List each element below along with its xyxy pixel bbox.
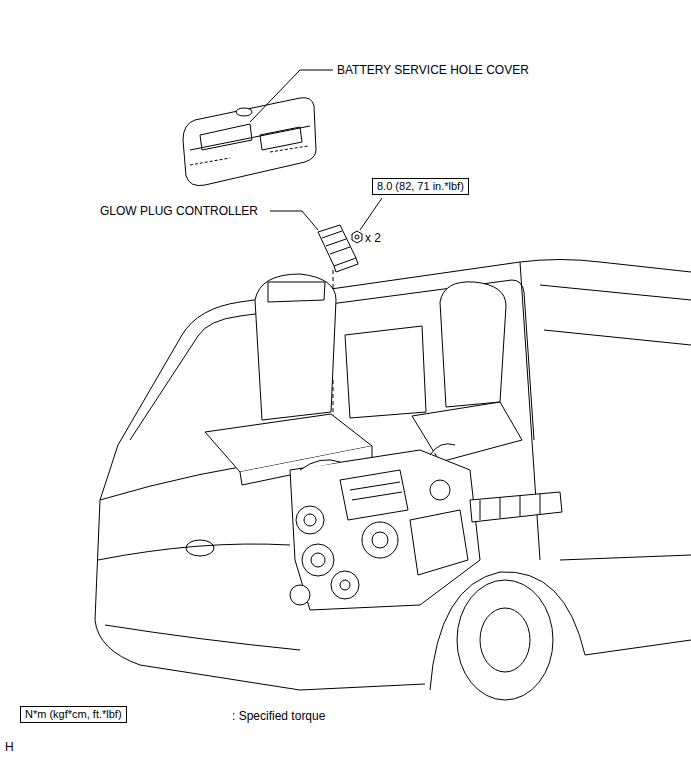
torque-value: 8.0 (82, 71 in.*lbf) bbox=[377, 180, 464, 193]
leader-line bbox=[250, 70, 333, 122]
torque-legend-box: N*m (kgf*cm, ft.*lbf) bbox=[20, 706, 127, 723]
engine bbox=[290, 444, 562, 610]
part-name: GLOW PLUG CONTROLLER bbox=[100, 204, 258, 218]
figure-code: H bbox=[5, 740, 14, 754]
torque-value: N*m (kgf*cm, ft.*lbf) bbox=[25, 708, 122, 721]
van-body bbox=[95, 260, 691, 701]
seats bbox=[205, 274, 522, 485]
leader-line bbox=[360, 198, 382, 230]
quantity-label: x 2 bbox=[365, 231, 381, 245]
legend-note: : Specified torque bbox=[232, 709, 325, 723]
torque-box: 8.0 (82, 71 in.*lbf) bbox=[372, 178, 469, 195]
part-name: BATTERY SERVICE HOLE COVER bbox=[337, 63, 529, 77]
glow-plug-controller bbox=[318, 225, 358, 272]
battery-service-hole-cover bbox=[183, 98, 316, 186]
leader-line bbox=[270, 211, 318, 230]
nut bbox=[352, 231, 362, 243]
